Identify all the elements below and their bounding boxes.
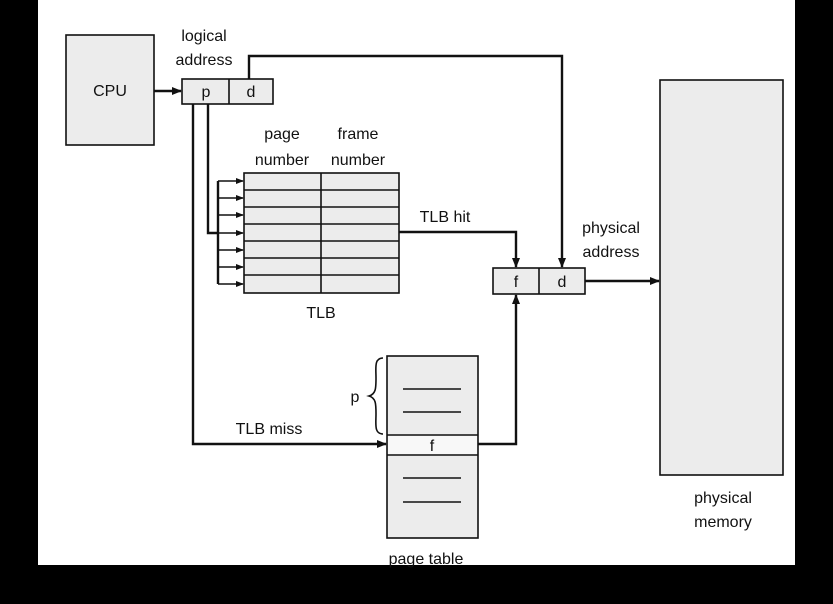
page-table-entry-fill <box>388 436 477 454</box>
page-table-p-label: p <box>351 389 360 406</box>
page-table-to-frame-arrow <box>478 294 520 446</box>
logical-p-label: p <box>202 84 211 101</box>
frame-number-label-2: number <box>331 152 386 169</box>
page-number-label-1: page <box>264 126 300 143</box>
tlb-table <box>243 172 400 294</box>
physical-d-label: d <box>558 274 567 291</box>
frame-number-label-1: frame <box>338 126 379 143</box>
physical-memory-label-2: memory <box>694 514 752 531</box>
tlb-lookup-arrows <box>206 104 244 287</box>
physical-memory-box <box>659 79 784 476</box>
physical-address-label-2: address <box>583 244 640 261</box>
tlb-hit-label: TLB hit <box>420 209 471 226</box>
logical-address-label-1: logical <box>181 28 226 45</box>
p-to-tlb-line <box>206 104 218 235</box>
tlb-miss-label: TLB miss <box>236 421 303 438</box>
logical-address-box <box>181 78 274 105</box>
physical-f-label: f <box>514 274 519 291</box>
physical-address-label-1: physical <box>582 220 640 237</box>
page-table-f-label: f <box>430 438 435 455</box>
physical-memory-label-1: physical <box>694 490 752 507</box>
cpu-label: CPU <box>93 83 127 100</box>
logical-d-label: d <box>247 84 256 101</box>
tlb-miss-arrow <box>191 104 387 448</box>
page-table-label: page table <box>389 551 464 568</box>
cpu-block: CPU <box>65 34 155 146</box>
page-table-brace <box>366 357 384 435</box>
page-number-label-2: number <box>255 152 310 169</box>
page-table: f <box>386 355 479 539</box>
offset-route-arrow <box>247 54 566 268</box>
cpu-box <box>65 34 155 146</box>
tlb-label: TLB <box>306 305 335 322</box>
physical-address-register: f d <box>492 267 586 295</box>
tlb-hit-arrow <box>399 230 520 268</box>
logical-address-register: p d <box>181 78 274 105</box>
logical-address-label-2: address <box>176 52 233 69</box>
